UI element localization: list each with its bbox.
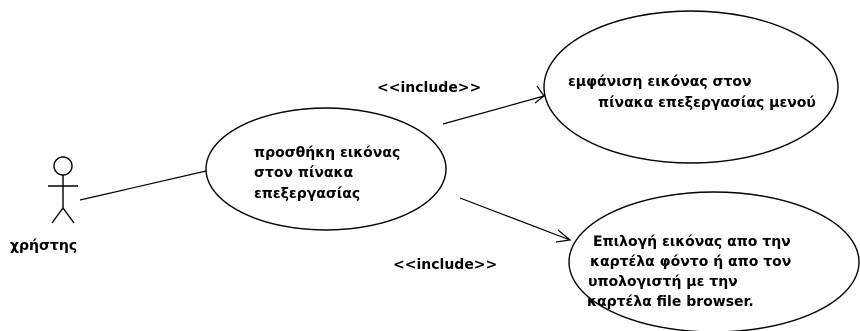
use-case-display-image-line-2: πίνακα επεξεργασίας μενού: [598, 95, 816, 111]
use-case-select-image-line-3: υπολογιστή με την: [588, 274, 738, 290]
use-case-display-image[interactable]: εμφάνιση εικόνας στον πίνακα επεξεργασία…: [543, 10, 839, 164]
actor[interactable]: χρήστης: [10, 156, 78, 254]
include-label-bottom: <<include>>: [393, 257, 497, 273]
include-relation-top: [442, 85, 545, 125]
use-case-display-image-line-1: εμφάνιση εικόνας στον: [568, 74, 752, 90]
use-case-add-image-line-3: επεξεργασίας: [254, 186, 360, 202]
use-case-add-image[interactable]: προσθήκη εικόνας στον πίνακα επεξεργασία…: [205, 107, 447, 231]
actor-name: χρήστης: [10, 238, 77, 254]
use-case-select-image-line-4: καρτέλα file browser.: [587, 294, 754, 310]
stick-figure-icon: [48, 156, 78, 224]
use-case-select-image-line-2: καρτέλα φόντο ή απο τον: [590, 254, 791, 270]
include-relation-bottom: [459, 197, 572, 243]
use-case-add-image-line-2: στον πίνακα: [254, 165, 353, 181]
include-label-top: <<include>>: [377, 80, 481, 96]
use-case-add-image-line-1: προσθήκη εικόνας: [254, 145, 400, 161]
association-line: [79, 170, 207, 201]
use-case-select-image-line-1: Επιλογή εικόνας απο την: [593, 234, 791, 250]
use-case-select-image[interactable]: Επιλογή εικόνας απο την καρτέλα φόντο ή …: [568, 191, 860, 331]
